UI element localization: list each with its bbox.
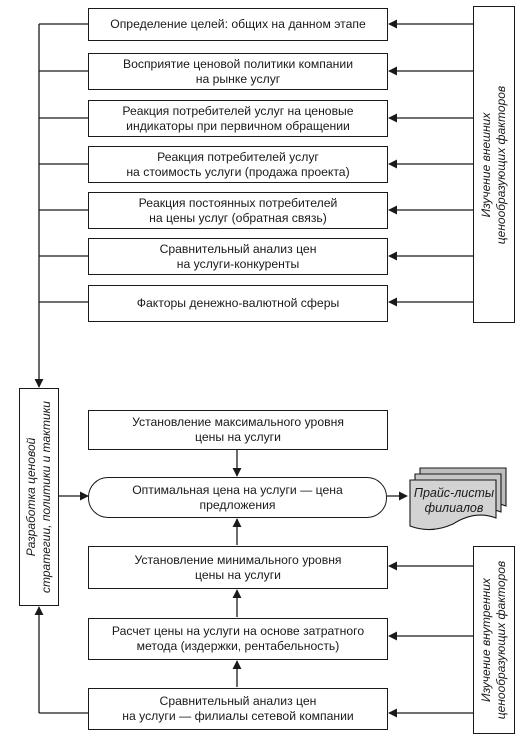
branch-analysis-box: Сравнительный анализ цен на услуги — фил…: [88, 688, 388, 730]
internal-factors-box: Изучение внутренних ценообразующих факто…: [473, 546, 515, 734]
pricing-policy-perception-box: Восприятие ценовой политики компании на …: [88, 53, 388, 90]
optimal-price-box: Оптимальная цена на услуги — цена предло…: [88, 477, 387, 518]
strategy-box: Разработка ценовой стратегии, политики и…: [19, 388, 59, 606]
price-lists-label: Прайс-листы филиалов: [413, 486, 495, 515]
competitor-analysis-box: Сравнительный анализ цен на услуги-конку…: [88, 238, 388, 275]
first-contact-reaction-box: Реакция потребителей услуг на ценовые ин…: [88, 100, 388, 137]
service-cost-reaction-box: Реакция потребителей услуг на стоимость …: [88, 146, 388, 183]
external-factors-box: Изучение внешних ценообразующих факторов: [473, 6, 515, 323]
min-price-box: Установление минимального уровня цены на…: [88, 546, 388, 589]
currency-factors-box: Факторы денежно-валютной сферы: [88, 285, 388, 322]
price-lists-document-icon: [409, 467, 507, 531]
internal-factors-label: Изучение внутренних ценообразующих факто…: [479, 560, 508, 720]
external-factors-label: Изучение внешних ценообразующих факторов: [479, 85, 508, 244]
feedback-reaction-box: Реакция постоянных потребителей на цены …: [88, 192, 388, 229]
max-price-box: Установление максимального уровня цены н…: [88, 410, 388, 450]
strategy-label: Разработка ценовой стратегии, политики и…: [24, 401, 53, 593]
cost-method-box: Расчет цены на услуги на основе затратно…: [88, 618, 388, 660]
goals-box: Определение целей: общих на данном этапе: [88, 8, 388, 41]
